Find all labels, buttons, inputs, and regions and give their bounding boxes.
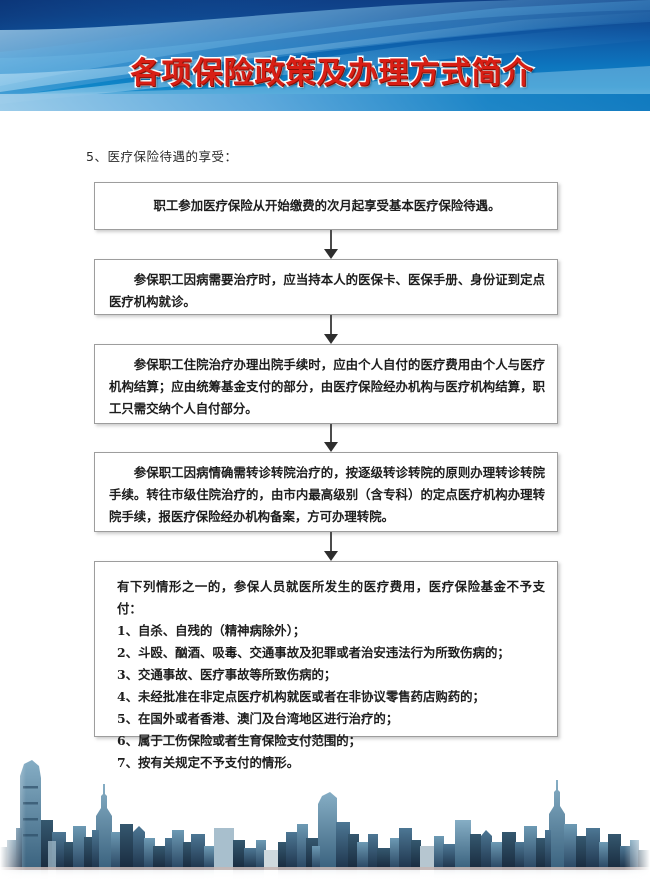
header-wave-decoration [0, 0, 650, 111]
section-heading: 5、医疗保险待遇的享受： [86, 149, 238, 164]
exclusion-item: 1、自杀、自残的（精神病除外）； [117, 623, 306, 638]
arrow-head-down-icon [324, 334, 338, 344]
arrow-stem [330, 230, 332, 249]
arrow-head-down-icon [324, 551, 338, 561]
flow-step-4: 参保职工因病情确需转诊转院治疗的，按逐级转诊转院的原则办理转诊转院手续。转往市级… [94, 452, 558, 532]
city-skyline-footer [0, 742, 650, 882]
flow-arrow-4 [324, 532, 338, 561]
flow-step-3-text: 参保职工住院治疗办理出院手续时，应由个人自付的医疗费用由个人与医疗机构结算；应由… [109, 357, 545, 416]
arrow-head-down-icon [324, 442, 338, 452]
exclusion-item: 3、交通事故、医疗事故等所致伤病的； [117, 667, 337, 682]
flow-arrow-2 [324, 315, 338, 344]
flow-arrow-1 [324, 230, 338, 259]
arrow-stem [330, 424, 332, 442]
header-banner: 各项保险政策及办理方式简介 [0, 0, 650, 111]
exclusion-item: 5、在国外或者香港、澳门及台湾地区进行治疗的； [117, 711, 399, 726]
flow-step-1-text: 职工参加医疗保险从开始缴费的次月起享受基本医疗保险待遇。 [153, 198, 501, 213]
flow-step-3: 参保职工住院治疗办理出院手续时，应由个人自付的医疗费用由个人与医疗机构结算；应由… [94, 344, 558, 424]
flow-step-5-exclusions: 有下列情形之一的，参保人员就医所发生的医疗费用，医疗保险基金不予支付： 1、自杀… [94, 561, 558, 770]
arrow-stem [330, 532, 332, 551]
arrow-head-down-icon [324, 249, 338, 259]
arrow-stem [330, 315, 332, 334]
flow-step-2-text: 参保职工因病需要治疗时，应当持本人的医保卡、医保手册、身份证到定点医疗机构就诊。 [109, 272, 545, 309]
exclusion-item: 2、斗殴、酗酒、吸毒、交通事故及犯罪或者治安违法行为所致伤病的； [117, 645, 510, 660]
flow-step-2: 参保职工因病需要治疗时，应当持本人的医保卡、医保手册、身份证到定点医疗机构就诊。 [94, 259, 558, 315]
exclusions-lead-text: 有下列情形之一的，参保人员就医所发生的医疗费用，医疗保险基金不予支付： [117, 579, 545, 616]
flow-step-1: 职工参加医疗保险从开始缴费的次月起享受基本医疗保险待遇。 [94, 182, 558, 230]
flow-step-4-text: 参保职工因病情确需转诊转院治疗的，按逐级转诊转院的原则办理转诊转院手续。转往市级… [109, 465, 545, 524]
page-title: 各项保险政策及办理方式简介 [129, 55, 534, 93]
exclusion-item: 4、未经批准在非定点医疗机构就医或者在非协议零售药店购药的； [117, 689, 485, 704]
flow-arrow-3 [324, 424, 338, 452]
